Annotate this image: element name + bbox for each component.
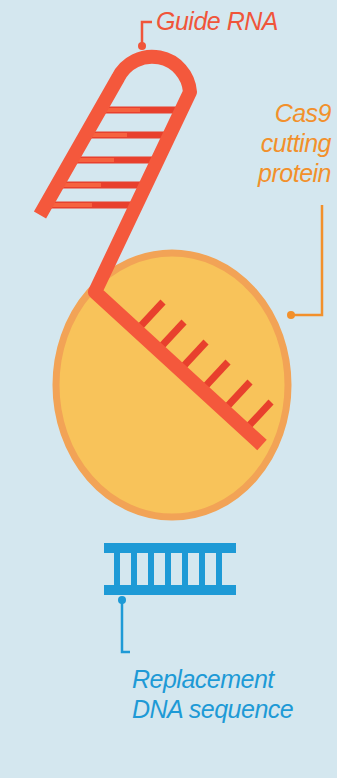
base-pair bbox=[216, 553, 222, 585]
leader-dot bbox=[287, 311, 295, 319]
replacement-dna bbox=[104, 543, 236, 595]
part-label: Cas9 cutting protein bbox=[239, 98, 331, 188]
dna-strand bbox=[104, 585, 236, 595]
base-pair bbox=[199, 553, 205, 585]
part-label: Replacement DNA sequence bbox=[132, 664, 322, 724]
base-pair bbox=[72, 157, 157, 164]
base-pair bbox=[100, 107, 181, 114]
base-pair bbox=[148, 553, 154, 585]
base-pair bbox=[114, 553, 120, 585]
dna-base-pairs bbox=[117, 553, 219, 585]
base-pair bbox=[131, 553, 137, 585]
base-pair bbox=[48, 203, 92, 207]
base-pair bbox=[182, 553, 188, 585]
leader-dot bbox=[118, 596, 126, 604]
leader-line bbox=[293, 205, 322, 315]
leader-line bbox=[122, 600, 130, 652]
base-pair bbox=[86, 132, 169, 139]
dna-strand bbox=[104, 543, 236, 553]
leader-line bbox=[142, 22, 152, 44]
guide-rna-strand bbox=[40, 57, 262, 445]
part-label: Guide RNA bbox=[156, 6, 336, 36]
leader-dot bbox=[138, 42, 146, 50]
base-pair bbox=[58, 182, 145, 189]
base-pair bbox=[48, 202, 136, 209]
base-pair bbox=[165, 553, 171, 585]
